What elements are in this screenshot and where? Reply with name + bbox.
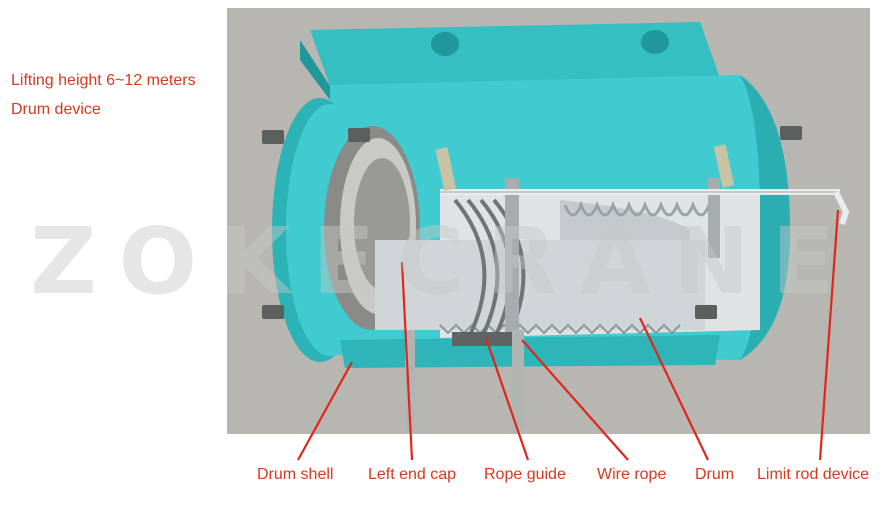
limit-rod	[435, 144, 850, 225]
leader-left-end-cap	[400, 261, 414, 461]
top-mount-block	[300, 22, 720, 100]
leader-drum-shell	[297, 361, 353, 461]
label-drum-shell: Drum shell	[257, 466, 334, 483]
caption-lifting-height: Lifting height 6~12 meters	[11, 72, 196, 89]
leader-wire-rope	[521, 339, 629, 461]
leader-limit-rod	[818, 209, 840, 461]
drum-grooves	[563, 200, 711, 217]
label-drum: Drum	[695, 466, 735, 483]
leader-drum	[639, 317, 709, 461]
leader-lines	[297, 209, 840, 461]
label-wire-rope: Wire rope	[597, 466, 667, 483]
label-left-end-cap: Left end cap	[368, 466, 457, 483]
watermark: ZOKECRANE	[30, 208, 857, 315]
caption-drum-device: Drum device	[11, 101, 101, 118]
label-rope-guide: Rope guide	[484, 466, 566, 483]
leader-rope-guide	[484, 337, 530, 461]
label-limit-rod-device: Limit rod device	[757, 466, 870, 483]
drum-interior	[375, 178, 760, 430]
bolts	[262, 126, 802, 319]
